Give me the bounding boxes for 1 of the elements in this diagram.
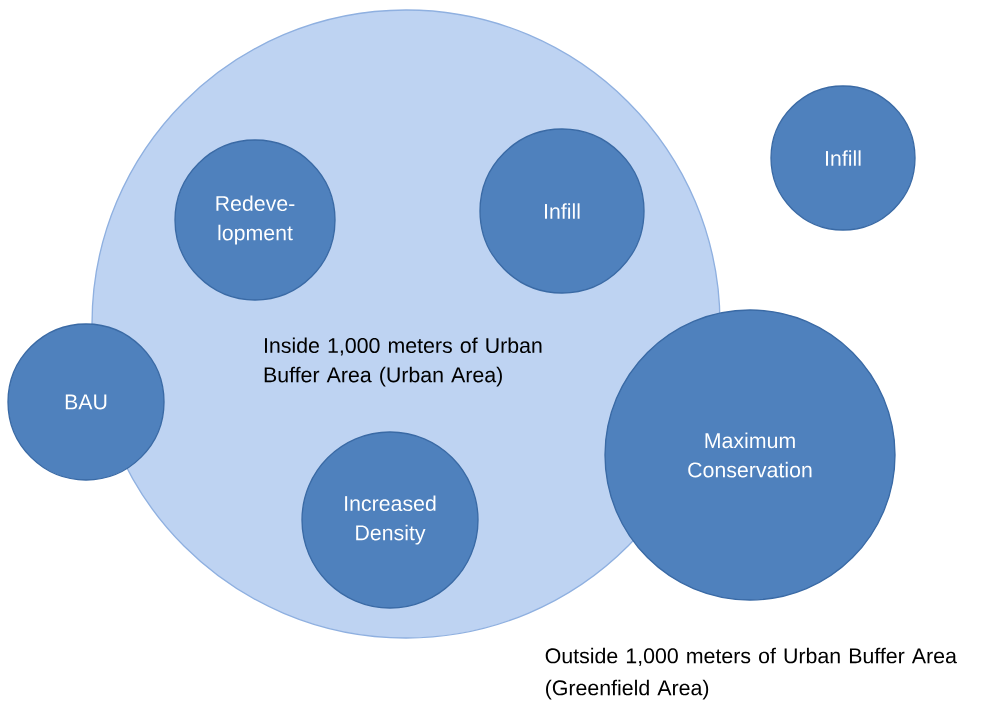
area-label: Outside 1,000 meters of Urban Buffer Area (Greenfield Area) (545, 647, 957, 700)
